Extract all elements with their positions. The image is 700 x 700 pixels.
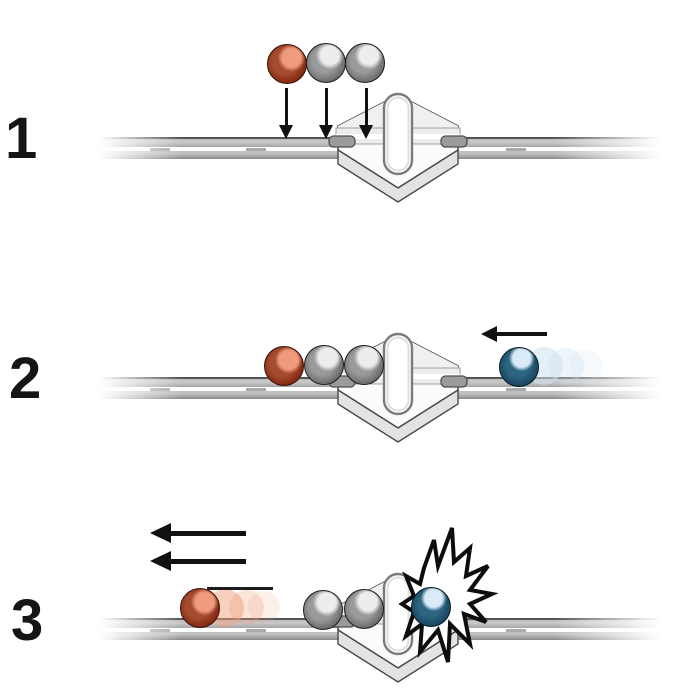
gray-marble-1 <box>303 590 343 630</box>
motion-trail <box>569 349 603 383</box>
left-arrow-icon <box>150 551 246 571</box>
step-3-number: 3 <box>11 588 44 653</box>
arrow-shaft <box>495 332 547 336</box>
gray-marble-1 <box>304 345 344 385</box>
step-1-row: 1 <box>0 0 700 240</box>
arrow-shaft <box>364 88 368 126</box>
magnetic-cannon-tile <box>328 332 468 443</box>
step-2-row: 2 <box>0 240 700 480</box>
gray-marble-2 <box>345 43 385 83</box>
track-fade-right <box>554 134 672 163</box>
magnet-pillar-shade <box>386 576 410 652</box>
track-fade-left <box>86 615 182 644</box>
speed-line <box>207 587 273 590</box>
arrow-shaft <box>324 88 328 126</box>
magnet-pillar-shade <box>386 336 410 412</box>
track-joint-mark <box>246 147 266 151</box>
arrow-head <box>481 326 497 342</box>
track-fade-right <box>554 374 672 403</box>
magnetic-cannon-tile <box>328 92 468 203</box>
track-joint-mark <box>506 628 526 632</box>
down-arrow-icon <box>359 88 373 140</box>
down-arrow-icon <box>279 88 293 140</box>
track-fade-left <box>86 374 182 403</box>
step-3-row: 3 <box>0 480 700 700</box>
track-connector-right <box>440 135 468 148</box>
track-joint-mark <box>246 628 266 632</box>
motion-trail <box>548 348 584 384</box>
track-joint-mark <box>506 147 526 151</box>
left-arrow-icon <box>481 326 547 342</box>
magnet-pillar <box>382 332 414 416</box>
blue-marble <box>499 347 539 387</box>
arrow-head <box>150 523 171 543</box>
arrow-shaft <box>284 88 288 126</box>
blue-marble <box>411 587 451 627</box>
left-arrow-icon <box>150 523 246 543</box>
tile-side-wall <box>337 628 459 683</box>
gray-marble-1 <box>306 43 346 83</box>
arrow-head <box>279 125 293 139</box>
tile-side-wall <box>337 148 459 203</box>
arrow-head <box>150 551 171 571</box>
track-connector-left <box>328 135 356 148</box>
tile-side-wall <box>337 388 459 443</box>
magnet-pillar <box>382 92 414 176</box>
arrow-shaft <box>168 558 246 564</box>
track-joint-mark <box>506 387 526 391</box>
motion-trail <box>248 591 280 623</box>
motion-trail <box>229 590 264 625</box>
arrow-head <box>359 125 373 139</box>
track-joint-mark <box>246 387 266 391</box>
gray-marble-2 <box>344 589 384 629</box>
red-marble <box>267 44 307 84</box>
arrow-shaft <box>168 530 246 536</box>
track-fade-left <box>86 134 182 163</box>
track-fade-right <box>554 615 672 644</box>
magnet-pillar-shade <box>386 96 410 172</box>
red-marble <box>180 588 220 628</box>
track-connector-right <box>440 375 468 388</box>
down-arrow-icon <box>319 88 333 140</box>
step-1-number: 1 <box>5 106 38 171</box>
red-marble <box>264 346 304 386</box>
arrow-head <box>319 125 333 139</box>
gray-marble-2 <box>344 345 384 385</box>
step-2-number: 2 <box>9 346 42 411</box>
